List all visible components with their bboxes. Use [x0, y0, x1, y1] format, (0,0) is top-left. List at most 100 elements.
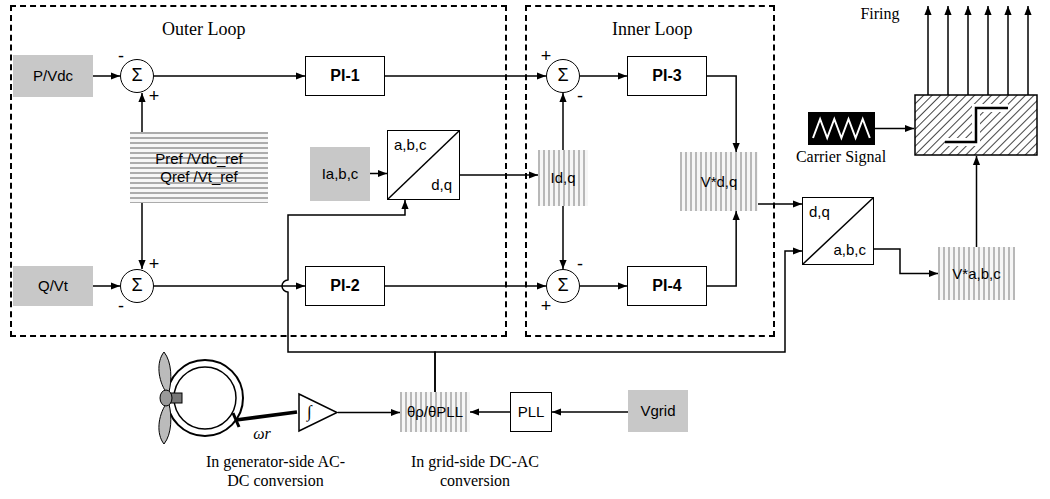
- block-label: a,b,c: [394, 136, 427, 154]
- block-label: Vgrid: [640, 402, 675, 420]
- speed-sensor-bar: [233, 413, 239, 427]
- block-label: PLL: [518, 403, 545, 421]
- integrator-block: ∫: [298, 393, 338, 432]
- signal-connector: [562, 206, 564, 269]
- sign-label: -: [577, 254, 583, 276]
- signal-connector: [93, 75, 120, 77]
- signal-connector: [707, 211, 736, 286]
- pi-controller: PI-1: [305, 56, 385, 96]
- signal-connector: [141, 93, 143, 132]
- block-label: Q/Vt: [38, 277, 68, 295]
- block-label: Σ: [131, 65, 142, 87]
- signal-connector: [385, 285, 546, 287]
- block-label: V*a,b,c: [952, 265, 1000, 283]
- block-label: a,b,c: [833, 241, 866, 259]
- block-label: P/Vdc: [33, 67, 73, 85]
- pi-controller: PI-3: [627, 56, 707, 96]
- signal-connector: [874, 249, 938, 274]
- signal-connector: [338, 412, 400, 414]
- speed-signal-line: [236, 412, 297, 420]
- signal-connector: [758, 203, 802, 205]
- transform-box: d,q a,b,c: [802, 197, 874, 265]
- control-loop-region: Inner LoopΣPI-3Id,qV*d,qΣPI-4: [525, 5, 775, 337]
- reference-box: Pref /Vdc_ref Qref /Vt_ref: [130, 132, 268, 203]
- block-label: PI-2: [330, 276, 359, 295]
- signal-box: V*d,q: [680, 152, 758, 211]
- triangle-wave: [808, 112, 875, 145]
- pll-block: PLL: [510, 392, 552, 432]
- wind-turbine: [159, 352, 243, 444]
- block-label: d,q: [431, 176, 452, 194]
- signal-connector: [141, 203, 143, 269]
- signal-connector: [370, 173, 387, 175]
- block-label: θρ/θPLL: [407, 403, 463, 421]
- diagonal-line: [388, 131, 459, 199]
- region-title: Outer Loop: [162, 19, 245, 41]
- block-label: Σ: [557, 275, 568, 297]
- signal-box: Ia,b,c: [310, 147, 370, 201]
- block-label: d,q: [809, 203, 830, 221]
- transform-box: a,b,c d,q: [387, 130, 460, 200]
- signal-connector: [93, 285, 120, 287]
- carrier-box: [808, 112, 875, 145]
- block-label: V*d,q: [701, 173, 738, 191]
- diagonal-line: [803, 198, 873, 264]
- carrier-to-comparator-arrow: [875, 128, 914, 130]
- signal-box: Id,q: [538, 150, 588, 206]
- sign-label: +: [149, 86, 160, 108]
- sign-label: +: [149, 254, 160, 276]
- block-label: PI-3: [652, 66, 681, 85]
- signal-connector: [282, 200, 435, 392]
- signal-connector: [580, 285, 627, 287]
- block-label: Σ: [557, 65, 568, 87]
- firing-arrows: [928, 6, 1028, 95]
- block-label: Id,q: [550, 169, 575, 187]
- block-label: Pref /Vdc_ref Qref /Vt_ref: [144, 150, 254, 186]
- block-label: Σ: [131, 275, 142, 297]
- signal-connector: [154, 75, 305, 77]
- generator-housing: [167, 360, 243, 436]
- caption-note: In generator-side AC-DC conversion: [198, 452, 353, 490]
- sign-label: +: [541, 296, 552, 318]
- turbine-blade: [159, 404, 171, 444]
- comparator-step-halo: [945, 108, 1008, 142]
- turbine-blade: [159, 352, 171, 392]
- control-loop-region: Outer LoopP/VdcΣPI-1Pref /Vdc_ref Qref /…: [10, 5, 507, 337]
- caption-note: Firing: [860, 4, 899, 23]
- signal-connector: [562, 93, 564, 150]
- sign-label: -: [577, 86, 583, 108]
- signal-connector: [435, 251, 802, 392]
- sign-label: -: [118, 46, 124, 68]
- sign-label: +: [541, 46, 552, 68]
- integrator-outline: [298, 393, 338, 432]
- block-caption: Carrier Signal: [781, 147, 901, 166]
- signal-box: V*a,b,c: [938, 247, 1015, 300]
- block-label: PI-4: [652, 276, 681, 295]
- carrier-wave: [813, 119, 870, 138]
- block-label: ∫: [307, 402, 312, 422]
- signal-name: ωr: [253, 424, 271, 443]
- signal-box: θρ/θPLL: [400, 392, 470, 432]
- comparator-step-symbol: [945, 108, 1008, 142]
- signal-connector: [385, 75, 546, 77]
- generator-rotor: [174, 367, 236, 429]
- block-label: Ia,b,c: [322, 165, 359, 183]
- reference-to-comparator-arrow: [976, 156, 978, 247]
- carrier-signal: Carrier Signal: [781, 110, 901, 168]
- caption-note: In grid-side DC-AC conversion: [400, 452, 550, 490]
- signal-connector: [707, 76, 736, 152]
- integrator-triangle: [299, 394, 337, 431]
- turbine-hub: [160, 390, 172, 406]
- signal-box: P/Vdc: [13, 55, 93, 97]
- pwm-comparator: [915, 95, 1037, 155]
- signal-connector: [552, 411, 628, 413]
- region-title: Inner Loop: [612, 19, 692, 41]
- signal-connector: [470, 411, 510, 413]
- pi-controller: PI-2: [305, 266, 385, 306]
- pi-controller: PI-4: [627, 266, 707, 306]
- block-label: PI-1: [330, 66, 359, 85]
- signal-box: Vgrid: [628, 390, 688, 432]
- signal-box: Q/Vt: [13, 266, 93, 306]
- signal-connector: [580, 75, 627, 77]
- sign-label: -: [118, 296, 124, 318]
